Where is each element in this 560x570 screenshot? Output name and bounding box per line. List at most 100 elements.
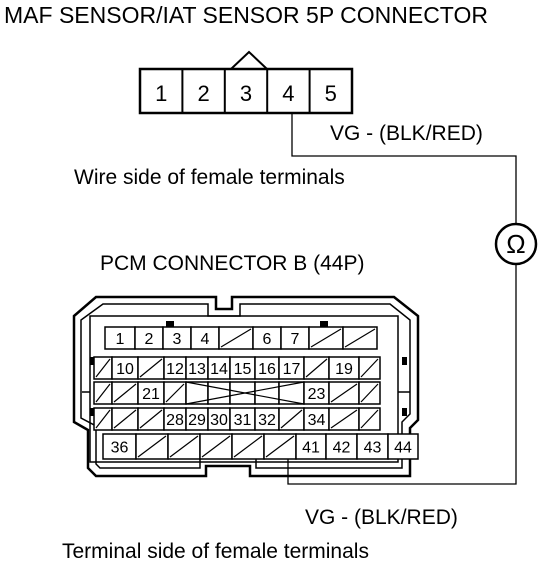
pcm-connector-housing: [72, 295, 420, 478]
pcm-pin-16: 16: [254, 356, 280, 380]
pcm-pin-number: 34: [308, 412, 326, 429]
pcm-pin-10: 10: [111, 356, 139, 380]
maf-pin-2: 2: [197, 81, 209, 106]
pcm-pin-unused: [263, 433, 297, 460]
pcm-pin-unused: [167, 433, 201, 460]
pcm-pin-number: 28: [166, 412, 184, 429]
pcm-pin-number: 43: [364, 440, 382, 457]
pcm-pin-number: 16: [258, 361, 276, 378]
maf-pin-5: 5: [325, 81, 337, 106]
pcm-pin-unused: [93, 407, 113, 431]
pcm-pin-unused: [308, 326, 344, 350]
pcm-pin-number: 29: [188, 412, 206, 429]
pcm-pin-12: 12: [163, 356, 187, 380]
pcm-pin-number: 6: [263, 331, 272, 348]
pcm-pin-3: 3: [162, 326, 192, 350]
pcm-pin-31: 31: [229, 407, 256, 431]
maf-pin-3: 3: [240, 81, 252, 106]
pcm-pin-unused: [93, 356, 113, 380]
pcm-pin-2: 2: [134, 326, 164, 350]
pcm-pin-unused: [231, 433, 265, 460]
ohm-symbol: Ω: [506, 229, 525, 259]
maf-connector-outline: [138, 67, 354, 115]
pcm-pin-44: 44: [387, 433, 419, 460]
ohmmeter-icon: Ω: [494, 222, 538, 266]
pcm-pin-41: 41: [295, 433, 327, 460]
pcm-pin-unused: [358, 381, 381, 405]
vg-wire-label-bottom: VG - (BLK/RED): [305, 506, 458, 529]
pcm-pin-unused: [199, 433, 233, 460]
connector-lock-tab: [230, 50, 268, 70]
maf-connector: 1 2 3 4 5: [138, 50, 354, 115]
maf-pin-1: 1: [155, 81, 167, 106]
pcm-pin-number: 4: [201, 331, 210, 348]
pcm-pin-unused: [328, 381, 360, 405]
pcm-pin-28: 28: [163, 407, 187, 431]
pcm-pin-unused: [358, 356, 381, 380]
pcm-pin-number: 42: [333, 440, 351, 457]
pcm-pin-number: 1: [116, 331, 125, 348]
pcm-pin-unused: [111, 407, 139, 431]
pcm-pin-number: 31: [234, 412, 252, 429]
pcm-pin-unused: [218, 326, 254, 350]
pcm-pin-42: 42: [325, 433, 358, 460]
pcm-pin-number: 17: [283, 361, 301, 378]
pcm-pin-13: 13: [185, 356, 209, 380]
pcm-pin-number: 32: [258, 412, 276, 429]
pcm-pin-34: 34: [303, 407, 330, 431]
pcm-pin-43: 43: [356, 433, 389, 460]
pcm-pin-30: 30: [207, 407, 231, 431]
pcm-pin-number: 21: [142, 386, 160, 403]
pcm-pin-number: 30: [210, 412, 228, 429]
pcm-pin-4: 4: [190, 326, 220, 350]
pcm-pin-unused: [303, 356, 330, 380]
pcm-pin-number: 15: [234, 361, 252, 378]
pcm-pin-number: 23: [308, 386, 326, 403]
pcm-connector-title: PCM CONNECTOR B (44P): [100, 252, 365, 275]
pcm-pin-unused: [163, 381, 187, 405]
pcm-pin-14: 14: [207, 356, 231, 380]
pcm-pin-6: 6: [252, 326, 282, 350]
pcm-pin-number: 36: [111, 440, 129, 457]
pcm-pin-29: 29: [185, 407, 209, 431]
pcm-connector-caption: Terminal side of female terminals: [62, 540, 369, 563]
pcm-pin-unused: [254, 381, 280, 405]
pcm-pin-unused: [137, 356, 165, 380]
pcm-pin-17: 17: [278, 356, 305, 380]
pcm-pin-unused: [278, 407, 305, 431]
diagram-title: MAF SENSOR/IAT SENSOR 5P CONNECTOR: [4, 2, 488, 28]
pcm-pin-unused: [135, 433, 169, 460]
pcm-pin-unused: [358, 407, 381, 431]
pcm-pin-19: 19: [328, 356, 360, 380]
maf-connector-caption: Wire side of female terminals: [74, 166, 345, 189]
pcm-pin-number: 2: [145, 331, 154, 348]
pcm-pin-number: 41: [302, 440, 320, 457]
pcm-pin-1: 1: [104, 326, 136, 350]
pcm-pin-number: 7: [291, 331, 300, 348]
pcm-pin-36: 36: [102, 433, 137, 460]
pcm-pin-unused: [137, 407, 165, 431]
pcm-pin-unused: [278, 381, 305, 405]
pcm-pin-number: 19: [335, 361, 353, 378]
pcm-pin-21: 21: [137, 381, 165, 405]
pcm-pin-23: 23: [303, 381, 330, 405]
pcm-pin-32: 32: [254, 407, 280, 431]
pcm-pin-number: 44: [394, 440, 412, 457]
pcm-pin-unused: [328, 407, 360, 431]
pcm-pin-unused: [342, 326, 378, 350]
pcm-pin-number: 10: [116, 361, 134, 378]
pcm-pin-number: 12: [166, 361, 184, 378]
pcm-pin-number: 3: [173, 331, 182, 348]
vg-wire-label-top: VG - (BLK/RED): [330, 122, 483, 145]
pcm-pin-number: 14: [210, 361, 228, 378]
pcm-pin-unused: [111, 381, 139, 405]
pcm-center-blank: [185, 381, 305, 405]
pcm-pin-unused: [93, 381, 113, 405]
pcm-pin-number: 13: [188, 361, 206, 378]
pcm-pin-7: 7: [280, 326, 310, 350]
maf-pin-4: 4: [282, 81, 294, 106]
pcm-pin-unused: [207, 381, 231, 405]
pcm-pin-15: 15: [229, 356, 256, 380]
